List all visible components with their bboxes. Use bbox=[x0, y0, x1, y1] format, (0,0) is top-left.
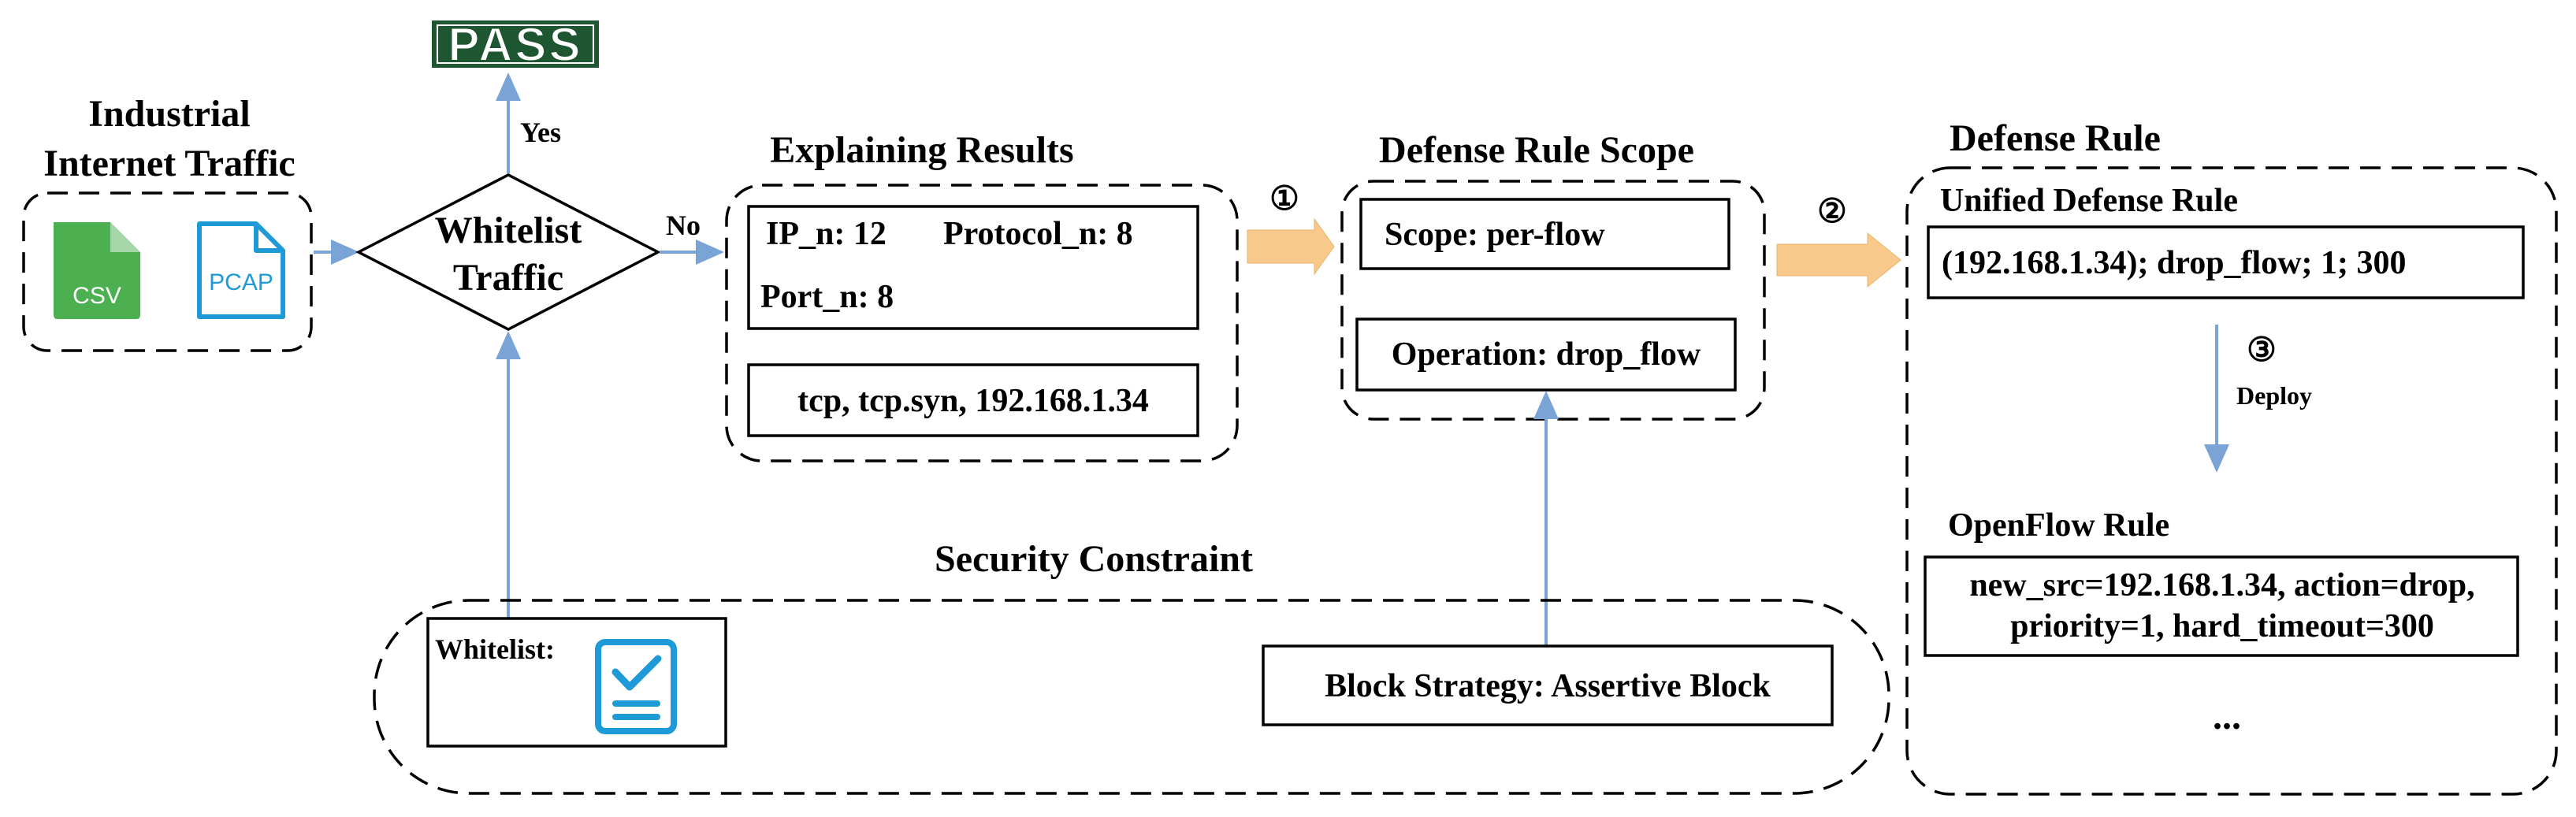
protocol-count: Protocol_n: 8 bbox=[943, 216, 1133, 252]
csv-file-icon: CSV bbox=[54, 222, 140, 319]
scope-value: Scope: per-flow bbox=[1385, 217, 1605, 253]
scope-title: Defense Rule Scope bbox=[1379, 129, 1694, 171]
operation-value-box bbox=[1355, 318, 1737, 392]
defense-dashed-box bbox=[1905, 166, 2558, 796]
operation-value: Operation: drop_flow bbox=[1392, 336, 1701, 373]
unified-value: (192.168.1.34); drop_flow; 1; 300 bbox=[1942, 245, 2407, 281]
scope-value-box bbox=[1359, 198, 1730, 270]
explaining-features: tcp, tcp.syn, 192.168.1.34 bbox=[797, 383, 1149, 419]
security-constraint-section: Security Constraint Whitelist: Block Str… bbox=[373, 538, 1890, 795]
step3-label: ③ bbox=[2247, 332, 2277, 369]
openflow-line2: priority=1, hard_timeout=300 bbox=[2010, 608, 2434, 644]
decision-diamond bbox=[355, 173, 661, 331]
openflow-line1: new_src=192.168.1.34, action=drop, bbox=[1969, 567, 2474, 603]
explaining-title: Explaining Results bbox=[770, 129, 1073, 171]
step1-label: ① bbox=[1269, 181, 1299, 217]
security-title: Security Constraint bbox=[935, 538, 1253, 580]
csv-label: CSV bbox=[72, 283, 121, 309]
step2-block-arrow bbox=[1776, 232, 1901, 288]
block-strategy-box bbox=[1262, 644, 1834, 726]
port-count: Port_n: 8 bbox=[760, 279, 894, 315]
whitelist-label: Whitelist: bbox=[435, 633, 555, 665]
traffic-title-line1: Industrial bbox=[88, 93, 250, 135]
security-dashed-box bbox=[373, 599, 1890, 795]
pass-label: PASS bbox=[448, 18, 583, 71]
explaining-results-section: Explaining Results IP_n: 12 Protocol_n: … bbox=[725, 129, 1239, 462]
defense-rule-section: Defense Rule Unified Defense Rule (192.1… bbox=[1905, 117, 2558, 796]
decision-line1: Whitelist bbox=[435, 210, 582, 251]
openflow-value-box bbox=[1924, 555, 2519, 657]
explaining-features-box bbox=[747, 363, 1199, 437]
explaining-counts-box bbox=[747, 205, 1199, 330]
deploy-label: Deploy bbox=[2236, 381, 2312, 410]
decision-line2: Traffic bbox=[453, 257, 563, 299]
block-strategy: Block Strategy: Assertive Block bbox=[1325, 668, 1771, 704]
openflow-ellipsis: ... bbox=[2213, 696, 2241, 737]
pass-stamp: PASS bbox=[432, 17, 599, 72]
openflow-title: OpenFlow Rule bbox=[1948, 507, 2169, 544]
clipboard-check-icon bbox=[595, 639, 677, 734]
traffic-title-line2: Internet Traffic bbox=[43, 143, 295, 184]
unified-title: Unified Defense Rule bbox=[1940, 183, 2238, 219]
defense-title: Defense Rule bbox=[1950, 117, 2161, 159]
yes-label: Yes bbox=[520, 117, 561, 148]
traffic-section: Industrial Internet Traffic CSV PCAP bbox=[22, 93, 313, 352]
step1-block-arrow bbox=[1247, 217, 1335, 276]
pcap-label: PCAP bbox=[209, 269, 273, 295]
defense-scope-section: Defense Rule Scope Scope: per-flow Opera… bbox=[1340, 129, 1766, 421]
traffic-dashed-box bbox=[22, 191, 313, 352]
whitelist-decision: Whitelist Traffic bbox=[355, 173, 661, 331]
no-label: No bbox=[666, 210, 701, 241]
step2-label: ② bbox=[1817, 194, 1847, 230]
pcap-file-icon: PCAP bbox=[197, 221, 285, 319]
ip-count: IP_n: 12 bbox=[766, 216, 887, 252]
unified-value-box bbox=[1927, 225, 2525, 299]
